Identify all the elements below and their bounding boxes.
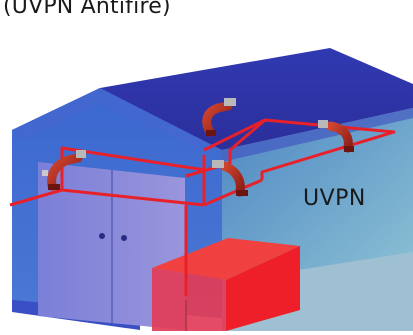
right-wall <box>222 108 413 282</box>
system-label: UVPN <box>303 186 366 211</box>
monitor-nozzle-icon <box>318 120 354 153</box>
monitor-nozzle-icon <box>212 160 248 197</box>
box-top <box>152 238 300 280</box>
door-knob-icon <box>121 235 127 241</box>
monitor-nozzle-icon <box>42 150 86 191</box>
box-side <box>226 246 300 331</box>
box-front <box>152 268 226 331</box>
monitor-nozzle-icon <box>202 98 236 137</box>
roof-edge <box>222 108 413 162</box>
door-knob-icon <box>99 233 105 239</box>
caption: (UVPN Antifire) <box>3 0 171 19</box>
gable <box>12 88 222 150</box>
pipe-network <box>9 118 396 331</box>
